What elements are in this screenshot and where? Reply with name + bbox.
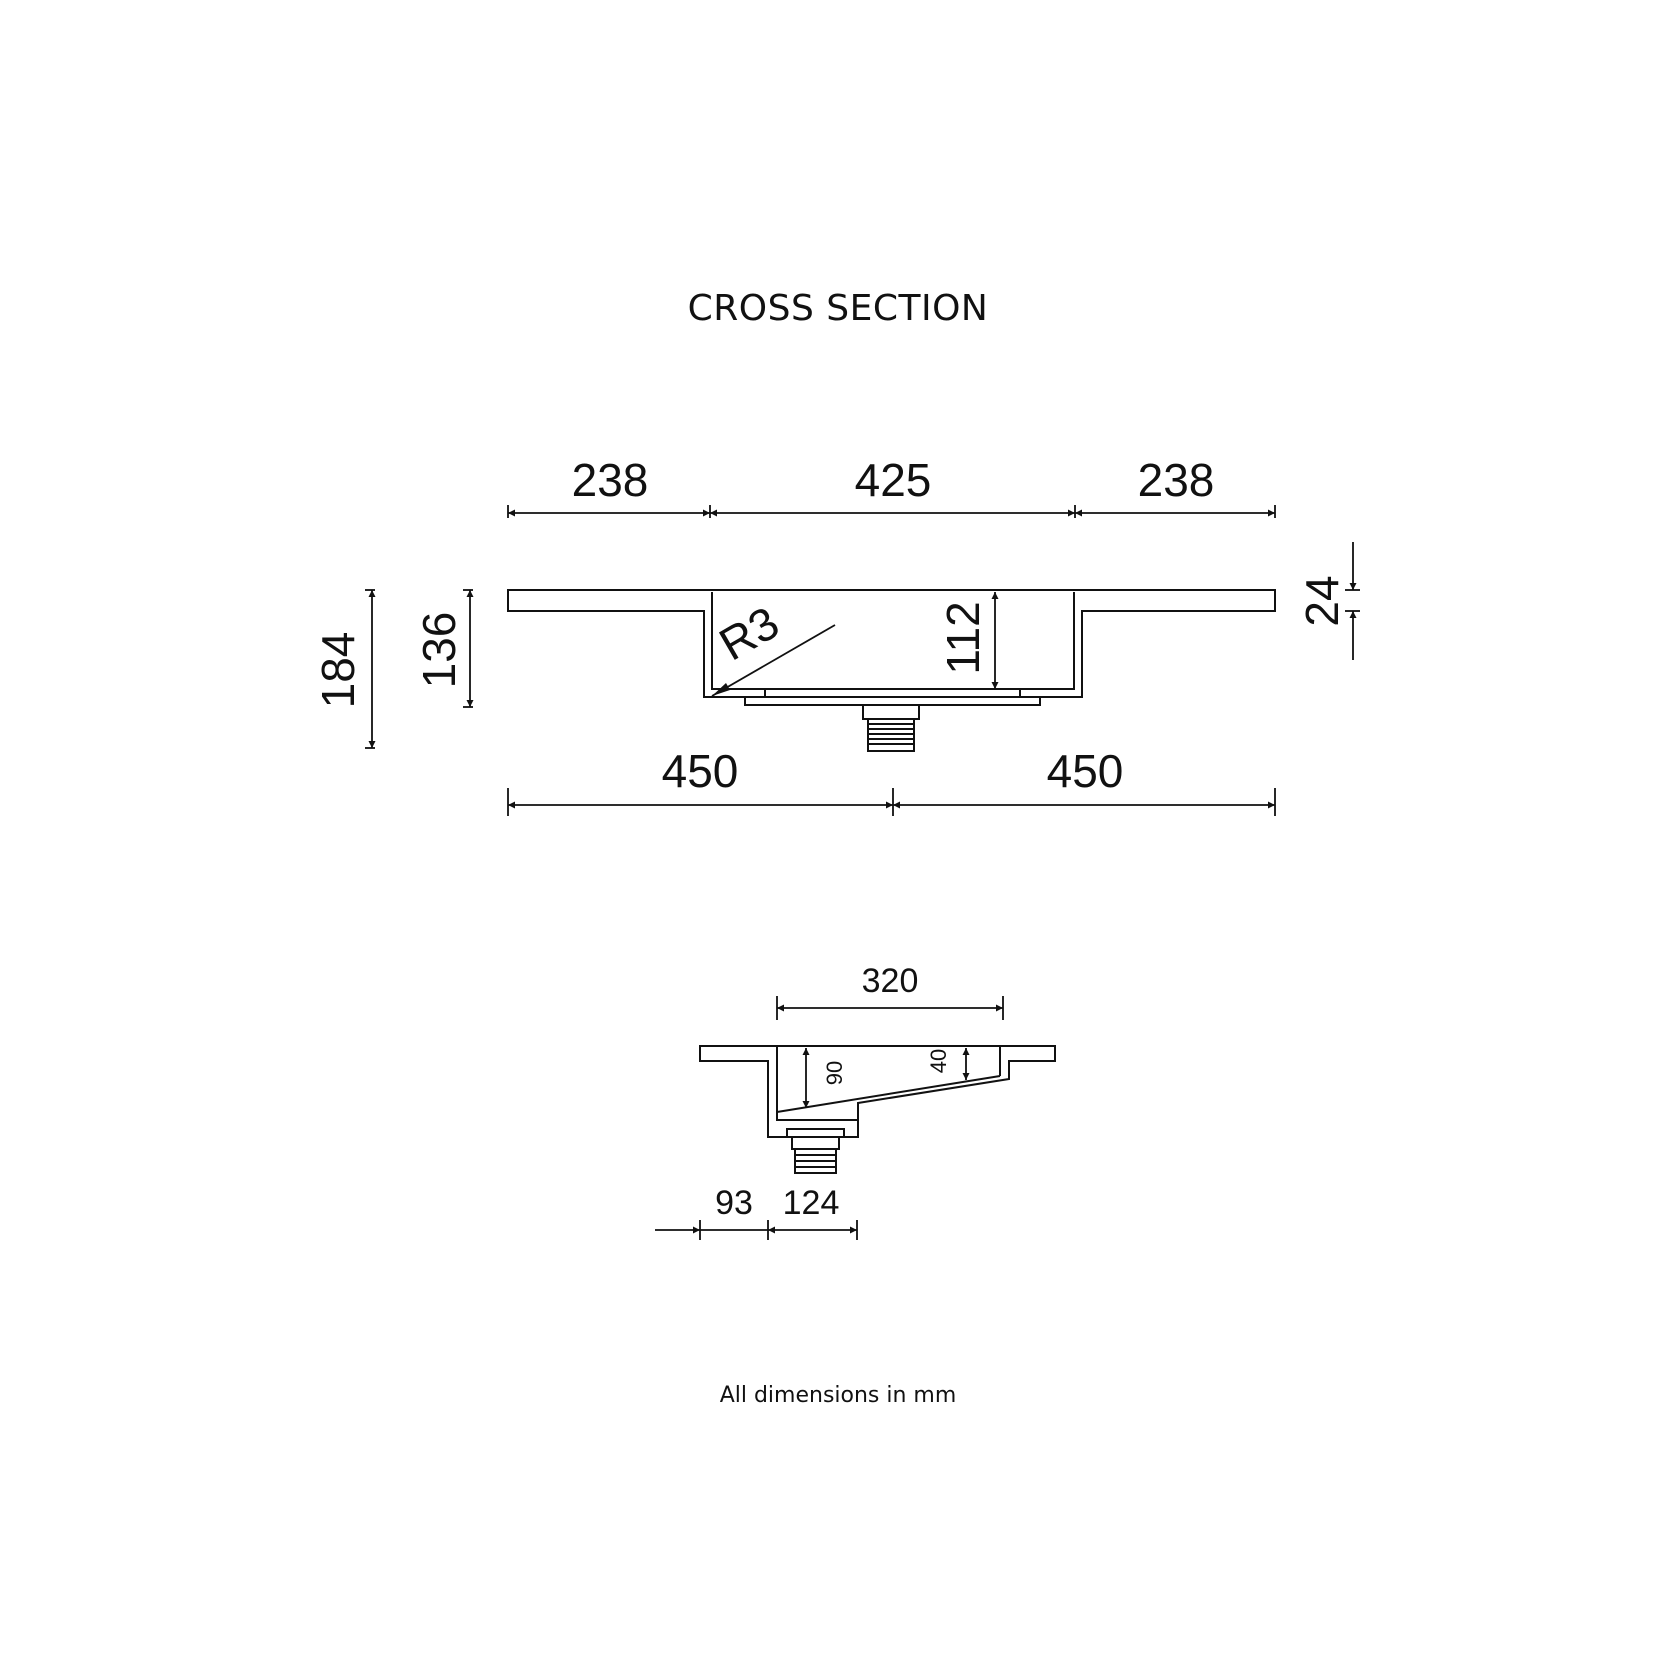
dim-bowl-width-side: 320 [862,962,919,1000]
dim-waste-width: 124 [783,1184,840,1222]
dim-bowl-width-side-line [776,996,1004,1020]
side-bowl-inner [776,1046,858,1121]
page-title: CROSS SECTION [687,288,989,329]
units-footnote: All dimensions in mm [719,1383,957,1408]
dim-inner-depth: 112 [937,601,989,674]
side-waste-thread [791,1136,840,1174]
front-drain-plate-inner [764,688,1021,698]
dim-overall-height: 184 [312,632,364,709]
dim-offset-left: 93 [715,1184,753,1222]
front-waste-thread [867,718,915,752]
dim-left-deck: 238 [572,454,649,506]
radius-leader [711,624,836,697]
dim-bowl-depth-line [463,589,474,708]
dim-bowl-depth: 136 [413,612,465,689]
dim-depth-front: 40 [926,1049,951,1073]
bottom-dimension-line [507,788,1276,816]
front-sink-outline [507,589,1276,698]
top-dimension-line [507,505,1276,518]
dim-offset-line [655,1220,858,1240]
dim-right-deck: 238 [1138,454,1215,506]
side-sloped-floor [776,1075,1001,1113]
dim-depth-back: 90 [822,1061,847,1085]
dim-deck-thickness: 24 [1296,575,1348,626]
dim-half-left: 450 [662,745,739,797]
dim-half-right: 450 [1047,745,1124,797]
front-drain-plate [744,696,1041,706]
front-view: R3 238 425 238 450 450 [312,454,1360,816]
side-drain-plate [786,1128,845,1138]
side-sink-outline [699,1045,1056,1138]
dim-deck-thickness-line [1345,542,1360,660]
dim-bowl-width: 425 [855,454,932,506]
side-view: 90 40 320 93 124 [655,962,1056,1240]
front-waste-neck [862,704,920,720]
dim-overall-height-line [365,589,376,749]
